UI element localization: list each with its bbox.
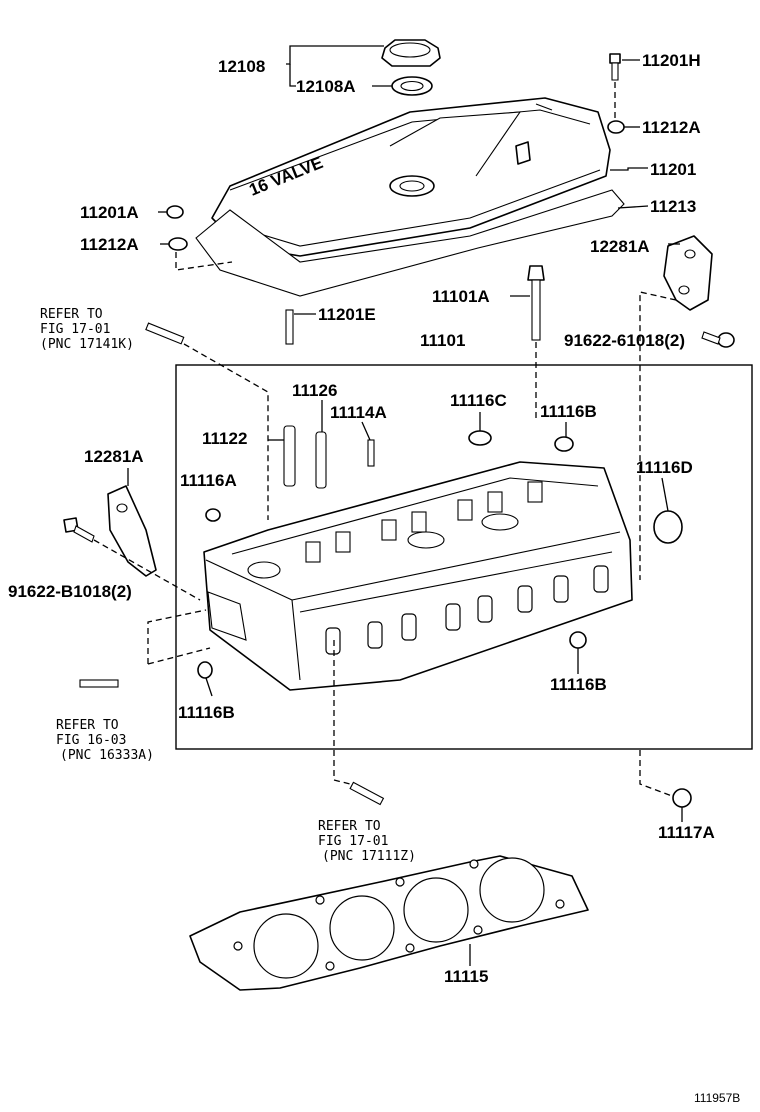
label-11212a-top: 11212A (642, 118, 701, 137)
ref1-line2: FIG 17-01 (40, 322, 110, 337)
label-11116c: 11116C (450, 391, 507, 410)
ref2-line1: REFER TO (56, 718, 119, 733)
stud-11201e-icon (285, 309, 294, 345)
ref3-line3: (PNC 17111Z) (322, 849, 416, 864)
plug-11116b-left-icon (197, 661, 213, 679)
label-91622-61018: 91622-61018(2) (564, 331, 685, 350)
cylinder-head-subassy-box (175, 364, 753, 750)
label-11115: 11115 (444, 967, 488, 986)
label-11116a: 11116A (180, 471, 237, 490)
valve-cover-icon (211, 97, 611, 257)
label-11116b-left: 11116B (178, 703, 235, 722)
label-11117a: 11117A (658, 823, 715, 842)
plug-11116b-right-icon (569, 631, 587, 649)
pin-11114a-icon (367, 439, 375, 467)
ref1-line3: (PNC 17141K) (40, 337, 134, 352)
engine-hanger-right-icon (663, 235, 713, 311)
label-11201a: 11201A (80, 203, 139, 222)
label-12281a-right: 12281A (590, 237, 650, 256)
label-12108: 12108 (218, 57, 265, 76)
label-12281a-left: 12281A (84, 447, 144, 466)
label-11101a: 11101A (432, 287, 490, 306)
ref2-line2: FIG 16-03 (56, 733, 126, 748)
stud-ref1-icon (145, 322, 185, 345)
head-bolt-11101a-icon (527, 265, 545, 341)
engine-hanger-left-icon (107, 485, 157, 577)
label-11116b-right: 11116B (550, 675, 607, 694)
figure-code: 111957B (694, 1091, 740, 1105)
ref2-line3: (PNC 16333A) (60, 748, 154, 763)
label-11116b-top: 11116B (540, 402, 597, 421)
label-12108a: 12108A (296, 77, 356, 96)
cylinder-head-icon (203, 461, 633, 691)
stud-ref3-icon (349, 781, 385, 806)
reference-note-2: REFER TO FIG 16-03 (PNC 16333A) (56, 718, 154, 763)
bolt-91622-61018-icon (701, 331, 735, 348)
label-11201e: 11201E (318, 305, 376, 324)
valve-cover-gasket-icon (195, 189, 625, 297)
reference-note-1: REFER TO FIG 17-01 (PNC 17141K) (40, 307, 134, 352)
grommet-11212a-top-icon (607, 120, 625, 134)
label-11126: 11126 (292, 381, 337, 400)
plug-11116c-icon (468, 430, 492, 446)
bolt-11201h-icon (609, 53, 621, 81)
valve-guide-11126-icon (315, 431, 327, 489)
leader-lines (127, 45, 683, 966)
bolt-91622-b1018-icon (63, 517, 95, 543)
ref3-line2: FIG 17-01 (318, 834, 388, 849)
label-11101: 11101 (420, 331, 465, 350)
seal-washer-11201a-icon (166, 205, 184, 219)
ref1-line1: REFER TO (40, 307, 103, 322)
label-11201: 11201 (650, 160, 696, 179)
grommet-11212a-left-icon (168, 237, 188, 251)
label-11114a: 11114A (330, 403, 387, 422)
label-11201h: 11201H (642, 51, 701, 70)
label-11213: 11213 (650, 197, 696, 216)
plug-11116b-top-icon (554, 436, 574, 452)
ref3-line1: REFER TO (318, 819, 381, 834)
oil-filler-gasket-icon (391, 76, 433, 96)
plug-11116d-icon (653, 510, 683, 544)
head-gasket-icon (189, 855, 589, 991)
oil-filler-cap-icon (381, 39, 441, 67)
label-11116d: 11116D (636, 458, 693, 477)
valve-guide-11122-icon (283, 425, 296, 487)
reference-note-3: REFER TO FIG 17-01 (PNC 17111Z) (318, 819, 416, 864)
label-11122: 11122 (202, 429, 247, 448)
plug-11116a-icon (205, 508, 221, 522)
plug-11117a-icon (672, 788, 692, 808)
label-11212a-left: 11212A (80, 235, 139, 254)
label-91622-b1018: 91622-B1018(2) (8, 582, 132, 601)
stud-ref2-icon (79, 679, 119, 688)
